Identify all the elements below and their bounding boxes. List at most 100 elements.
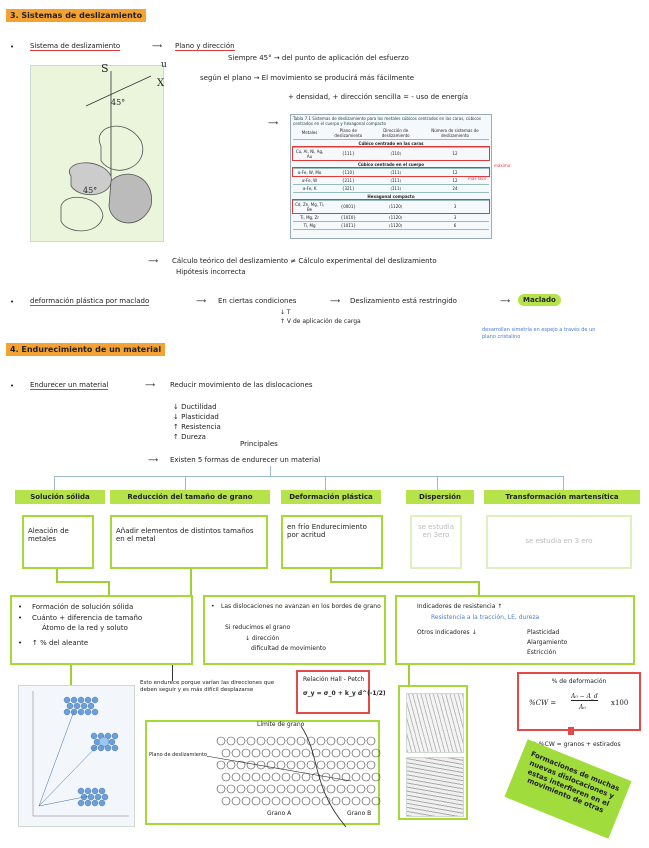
rg-detail-2: Si reducimos el grano [225,624,291,631]
solute-atoms-figure [18,685,135,827]
cell: ⟨112̄0⟩ [370,213,421,222]
group-fcc: Cúbico centrado en las caras [293,139,489,148]
atom-circle [336,736,346,746]
sticky-note: Formaciones de muchas nuevas dislocacion… [504,739,632,839]
atom-circle [366,760,376,770]
atom-circle [226,736,236,746]
atom-circle [281,748,291,758]
atom-circle [361,796,371,806]
table-title: Tabla 7.1 Sistemas de deslizamiento para… [293,116,481,126]
tree-connector [325,476,326,490]
rg-detail-box: • Las dislocaciones no avanzan en los bo… [203,595,386,665]
atom-circle [271,748,281,758]
label-s: S [101,62,109,75]
prop-ductilidad: ↓ Ductilidad [173,403,217,411]
atom-circle [356,736,366,746]
connector [408,665,410,685]
atom-circle [271,796,281,806]
atom-circle [291,748,301,758]
group-hcp: Hexagonal compacto [293,192,489,201]
atom-circle [336,760,346,770]
atom-circle [306,736,316,746]
cell: ⟨112̄0⟩ [370,200,421,214]
table-row: Ti, Mg, Zr {101̄0} ⟨112̄0⟩ 3 [293,213,489,222]
atom-circle [241,748,251,758]
rg-detail-4: dificultad de movimiento [251,645,326,652]
cell: {101̄1} [326,221,371,230]
atom-circle [261,796,271,806]
bullet: • [18,603,23,611]
dp-detail-2: Resistencia a la tracción, LE, dureza [431,614,540,621]
atom-circle [316,760,326,770]
tree-connector [270,466,271,476]
box-anadir-elementos: Añadir elementos de distintos tamaños en… [110,515,268,569]
atom-circle [301,748,311,758]
cell: {101̄0} [326,213,371,222]
connector [172,665,173,681]
header-reduccion-grano: Reducción del tamaño de grano [110,490,270,504]
atom-circle [351,772,361,782]
section4-title: 4. Endurecimiento de un material [6,343,166,356]
dp-detail-4: Plasticidad [527,629,560,636]
maclado-note: desarrollan simetría en espejo a través … [482,327,596,340]
atom-circle [331,772,341,782]
atom-circle [241,772,251,782]
atom-circle [276,760,286,770]
cell: 12 [420,176,489,185]
atom-circle [331,796,341,806]
cell: Cu, Al, Ni, Ag, Au [293,147,327,161]
atom-circle [221,772,231,782]
atom-circle [336,784,346,794]
grain-limit-label: Límite de grano [257,721,305,728]
cw-formula-box: % de deformación %CW = A₀ − A_d A₀ x100 [517,672,641,731]
atom-circle [321,772,331,782]
atom-circle [246,736,256,746]
atom-circle [351,748,361,758]
table-row: α-Fe, W {211} ⟨1̄11⟩ 12 [293,176,489,185]
table-row: α-Fe, W, Mo {110} ⟨1̄11⟩ 12 [292,167,490,178]
header-dispersion: Dispersión [406,490,474,504]
atom-circle [356,784,366,794]
prop-dureza: ↑ Dureza [173,433,206,441]
atom-circle [291,796,301,806]
atom-circle [236,736,246,746]
atom-circle [261,748,271,758]
table-side-note-2: más fácil [468,176,486,181]
connector [108,581,110,595]
cell: ⟨1̄10⟩ [370,147,421,161]
atom-circle [296,784,306,794]
atom-circle [221,796,231,806]
grain-diagram: S u X 45° 45° [30,60,167,242]
hall-petch-formula: σ_y = σ_0 + k_y d^(-1/2) [303,690,386,697]
atom-circle [231,748,241,758]
atom-circle [281,772,291,782]
atom-circle [341,748,351,758]
atom-circle [316,736,326,746]
micrograph-1 [406,693,464,753]
micrograph-box [398,685,468,820]
rg-note: Esto endurece porque varían las direccio… [140,680,275,694]
atom-circle [301,772,311,782]
cell: α-Fe, W [293,176,327,185]
cell: Ti, Mg [293,221,327,230]
atom-circle [326,760,336,770]
atom-circle [341,772,351,782]
label-x: X [157,78,165,89]
ss-detail-3: Átomo de la red y soluto [42,624,128,632]
atom-circle [266,736,276,746]
header-transformacion-martensitica: Transformación martensítica [484,490,640,504]
atom-circle [366,736,376,746]
atom-circle [266,760,276,770]
bullet: • [10,298,15,306]
def-sub-2: ↑ V de aplicación de carga [280,318,361,325]
rg-detail-3: ↓ dirección [245,635,280,642]
atom-circle [311,748,321,758]
arrow: ⟶ [148,456,159,464]
atom-circle [291,772,301,782]
atom-circle [371,748,381,758]
label-u: u [161,60,167,70]
forms-line: Existen 5 formas de endurecer un materia… [170,456,321,464]
slip-systems-table: Tabla 7.1 Sistemas de deslizamiento para… [290,114,492,239]
table-row: Ti, Mg {101̄1} ⟨112̄0⟩ 6 [293,221,489,230]
th-direccion: Dirección de deslizamiento [370,126,421,140]
